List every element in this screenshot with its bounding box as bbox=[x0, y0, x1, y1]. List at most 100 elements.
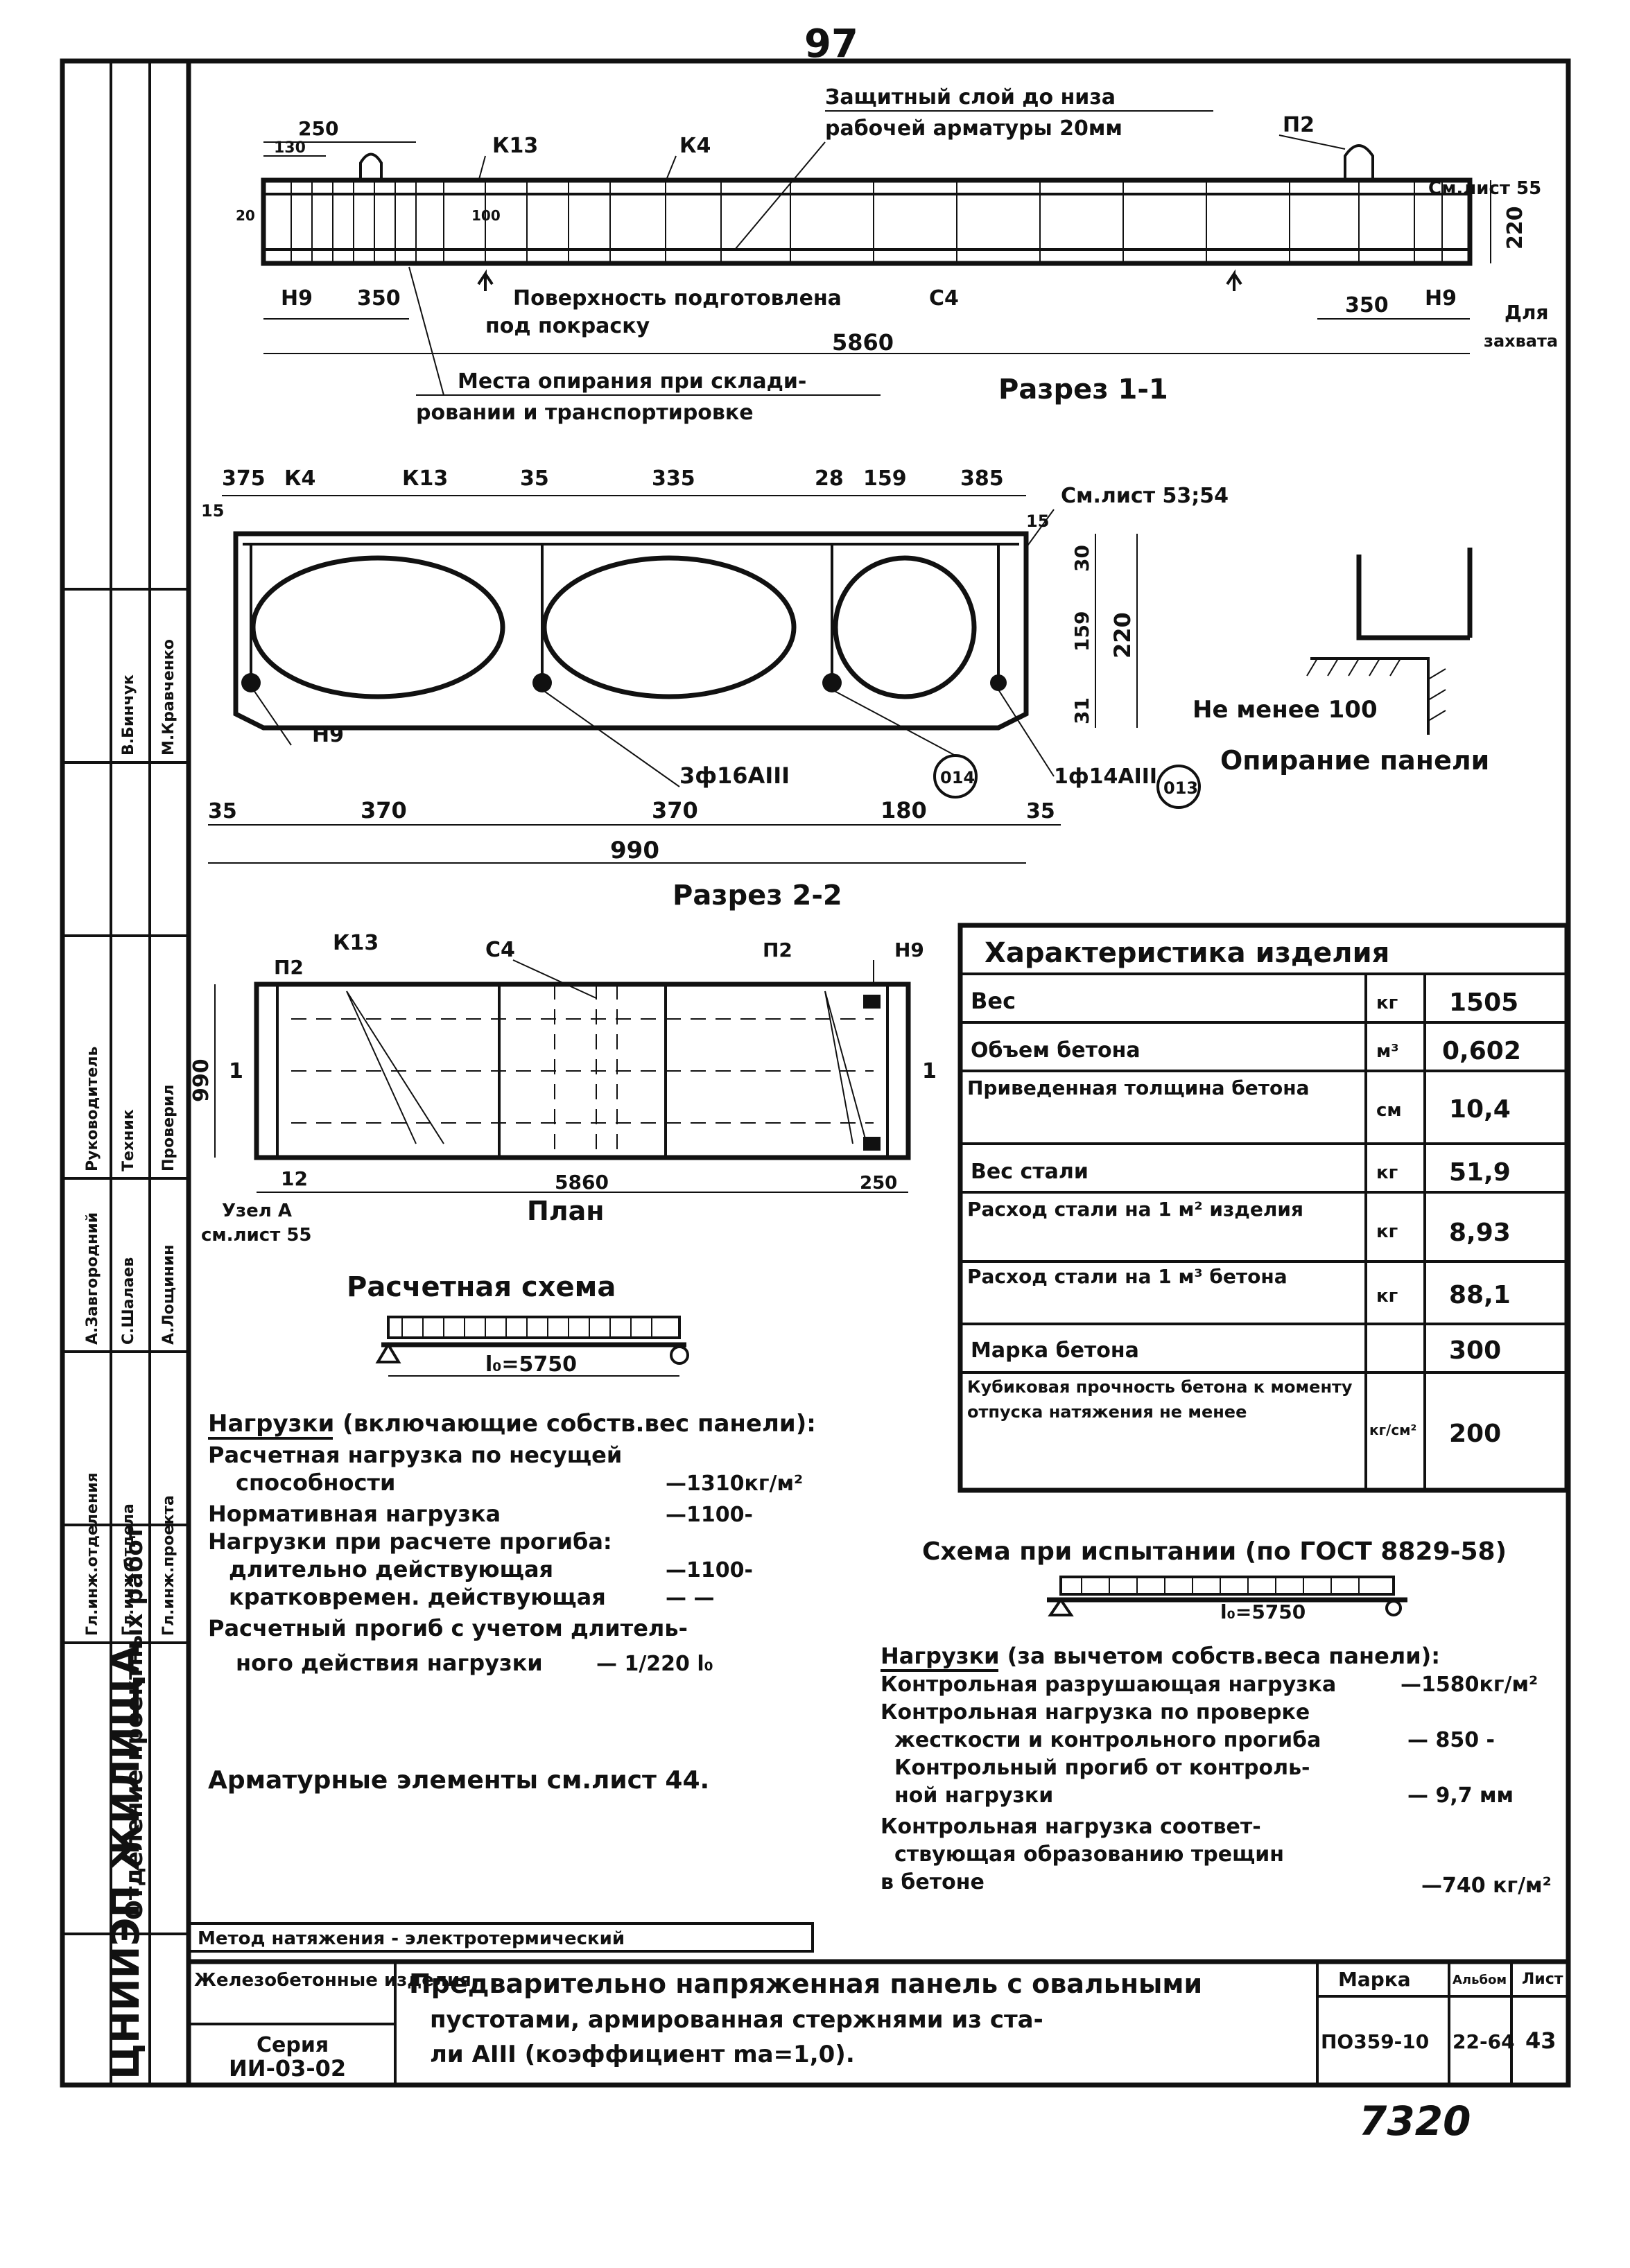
dim-375: 375 bbox=[222, 466, 266, 491]
dim-130: 130 bbox=[274, 139, 306, 157]
method-note: Метод натяжения - электротермический bbox=[198, 1928, 625, 1949]
calc-line: длительно действующая bbox=[229, 1556, 553, 1582]
section-2-2: 375 К4 К13 35 335 28 159 385 15 15 См.ли… bbox=[201, 466, 1229, 911]
test-line: жесткости и контрольного прогиба bbox=[894, 1728, 1321, 1752]
title-description-2: пустотами, армированная стержнями из ста… bbox=[430, 2006, 1043, 2034]
calc-line: ного действия нагрузки bbox=[236, 1650, 543, 1676]
dim-31: 31 bbox=[1070, 697, 1093, 724]
table-row-name: Приведенная толщина бетона bbox=[967, 1076, 1310, 1099]
calc-value: — — bbox=[666, 1586, 714, 1610]
table-row-value: 200 bbox=[1449, 1420, 1501, 1448]
plan-node-a: Узел А bbox=[222, 1201, 292, 1221]
plan-section-1-left: 1 bbox=[229, 1059, 243, 1083]
test-value: — 850 - bbox=[1407, 1728, 1495, 1752]
calc-span: l₀=5750 bbox=[485, 1352, 577, 1377]
note-cover: Защитный слой до низа bbox=[825, 85, 1116, 110]
table-row-name: Расход стали на 1 м³ бетона bbox=[967, 1265, 1287, 1288]
label-bars-3f16: 3ф16АIII bbox=[679, 762, 790, 789]
table-row-unit: см bbox=[1376, 1100, 1402, 1121]
dim-28: 28 bbox=[815, 466, 844, 491]
dim-220-v: 220 bbox=[1109, 612, 1136, 658]
calc-value: —1100- bbox=[666, 1503, 753, 1527]
calc-value: — 1/220 l₀ bbox=[596, 1652, 713, 1676]
label-k4: К4 bbox=[679, 134, 711, 158]
table-row-value: 88,1 bbox=[1449, 1281, 1511, 1309]
note-cover-2: рабочей арматуры 20мм bbox=[825, 116, 1122, 141]
calc-line: Нагрузки при расчете прогиба: bbox=[208, 1528, 612, 1555]
table-row-value: 8,93 bbox=[1449, 1219, 1511, 1247]
label-n9-s2: Н9 bbox=[312, 723, 344, 747]
test-line: Контрольная разрушающая нагрузка bbox=[881, 1673, 1336, 1697]
stamp-name-1: А.Завгородний bbox=[84, 1212, 101, 1345]
circle-014: 014 bbox=[940, 768, 975, 787]
dim-350-right: 350 bbox=[1345, 293, 1389, 317]
table-row-unit: кг bbox=[1376, 1286, 1398, 1307]
label-bars-1f14: 1ф14АIII bbox=[1054, 765, 1157, 789]
dim-15-left: 15 bbox=[201, 501, 224, 521]
calc-loads-title: Нагрузки (включающие собств.вес панели): bbox=[208, 1410, 816, 1438]
dim-100: 100 bbox=[471, 207, 501, 224]
calc-line: Расчетный прогиб с учетом длитель- bbox=[208, 1615, 688, 1641]
dim-30: 30 bbox=[1070, 545, 1093, 572]
table-row-value: 0,602 bbox=[1442, 1037, 1521, 1065]
label-see-sheet-53-54: См.лист 53;54 bbox=[1061, 484, 1229, 508]
stamp-role-3: Гл.инж.проекта bbox=[160, 1495, 177, 1636]
title-mark: ПО359-10 bbox=[1321, 2030, 1429, 2053]
calc-line: Нормативная нагрузка bbox=[208, 1501, 501, 1527]
title-series: ИИ-03-02 bbox=[229, 2055, 346, 2082]
stamp-name-2: С.Шалаев bbox=[120, 1257, 137, 1345]
support-title: Опирание панели bbox=[1220, 745, 1489, 776]
table-row-name: Марка бетона bbox=[971, 1338, 1139, 1363]
dim-335: 335 bbox=[652, 466, 695, 491]
test-value: —1580кг/м² bbox=[1401, 1673, 1538, 1697]
calc-value: —1310кг/м² bbox=[666, 1472, 803, 1496]
table-row-unit: кг/см² bbox=[1369, 1422, 1416, 1438]
stamp-dept: Отделение проектных работ bbox=[121, 1526, 148, 1920]
label-c4: С4 bbox=[929, 286, 959, 311]
note-support: Места опирания при склади- bbox=[458, 369, 806, 394]
stamp-org: ЦНИИЭП ЖИЛИЩА bbox=[103, 1645, 148, 2079]
table-row-value: 300 bbox=[1449, 1336, 1501, 1365]
title-series-label: Серия bbox=[257, 2033, 329, 2057]
note-surface: Поверхность подготовлена bbox=[513, 286, 842, 311]
test-value: — 9,7 мм bbox=[1407, 1783, 1514, 1808]
plan-node-sheet: см.лист 55 bbox=[201, 1225, 312, 1246]
stamp-role2-2: Техник bbox=[120, 1109, 137, 1171]
dim-35-top: 35 bbox=[520, 466, 549, 491]
test-loads-title: Нагрузки (за вычетом собств.веса панели)… bbox=[881, 1643, 1440, 1669]
dim-35-bottom-left: 35 bbox=[208, 799, 237, 823]
test-line: в бетоне bbox=[881, 1870, 985, 1894]
calc-line: Расчетная нагрузка по несущей bbox=[208, 1442, 622, 1468]
calc-scheme-title: Расчетная схема bbox=[347, 1271, 616, 1303]
dim-180: 180 bbox=[881, 797, 927, 823]
plan-dim-250: 250 bbox=[860, 1173, 897, 1194]
plan-label-c4: С4 bbox=[485, 938, 515, 962]
label-k4-s2: К4 bbox=[284, 466, 315, 491]
table-row-value: 1505 bbox=[1449, 988, 1518, 1017]
table-row-unit: кг bbox=[1376, 1221, 1398, 1242]
plan-dim-990: 990 bbox=[189, 1058, 214, 1102]
title-block: Метод натяжения - электротермический Жел… bbox=[187, 1922, 1568, 2085]
plan-label-p2-left: П2 bbox=[274, 956, 304, 979]
label-n9-left: Н9 bbox=[281, 286, 313, 311]
table-row-unit: кг bbox=[1376, 993, 1398, 1013]
table-row-name: Расход стали на 1 м² изделия bbox=[967, 1198, 1303, 1221]
note-grip: Для bbox=[1505, 301, 1548, 324]
stamp-role-2: Гл.инж.отдела bbox=[120, 1503, 137, 1636]
plan-view: П2 К13 С4 П2 Н9 990 1 1 12 5860 250 План… bbox=[189, 931, 937, 1246]
title-description-1: Предварительно напряженная панель с овал… bbox=[409, 1969, 1202, 1999]
plan-title: План bbox=[527, 1196, 605, 1226]
test-line: Контрольная нагрузка по проверке bbox=[881, 1700, 1310, 1725]
plan-label-n9: Н9 bbox=[894, 939, 924, 961]
characteristics-table: Характеристика изделия Вес кг 1505 Объем… bbox=[957, 923, 1570, 1493]
table-title: Характеристика изделия bbox=[985, 937, 1389, 969]
dim-35-bottom-right: 35 bbox=[1026, 799, 1055, 823]
table-row-value: 51,9 bbox=[1449, 1158, 1511, 1187]
dim-20: 20 bbox=[236, 207, 255, 224]
stamp-name-3: А.Лощинин bbox=[160, 1245, 177, 1345]
test-scheme: Схема при испытании (по ГОСТ 8829-58) l₀… bbox=[881, 1537, 1552, 1898]
dim-width-990: 990 bbox=[610, 837, 659, 864]
dim-height-220: 220 bbox=[1503, 206, 1527, 250]
note-surface-2: под покраску bbox=[485, 314, 650, 338]
